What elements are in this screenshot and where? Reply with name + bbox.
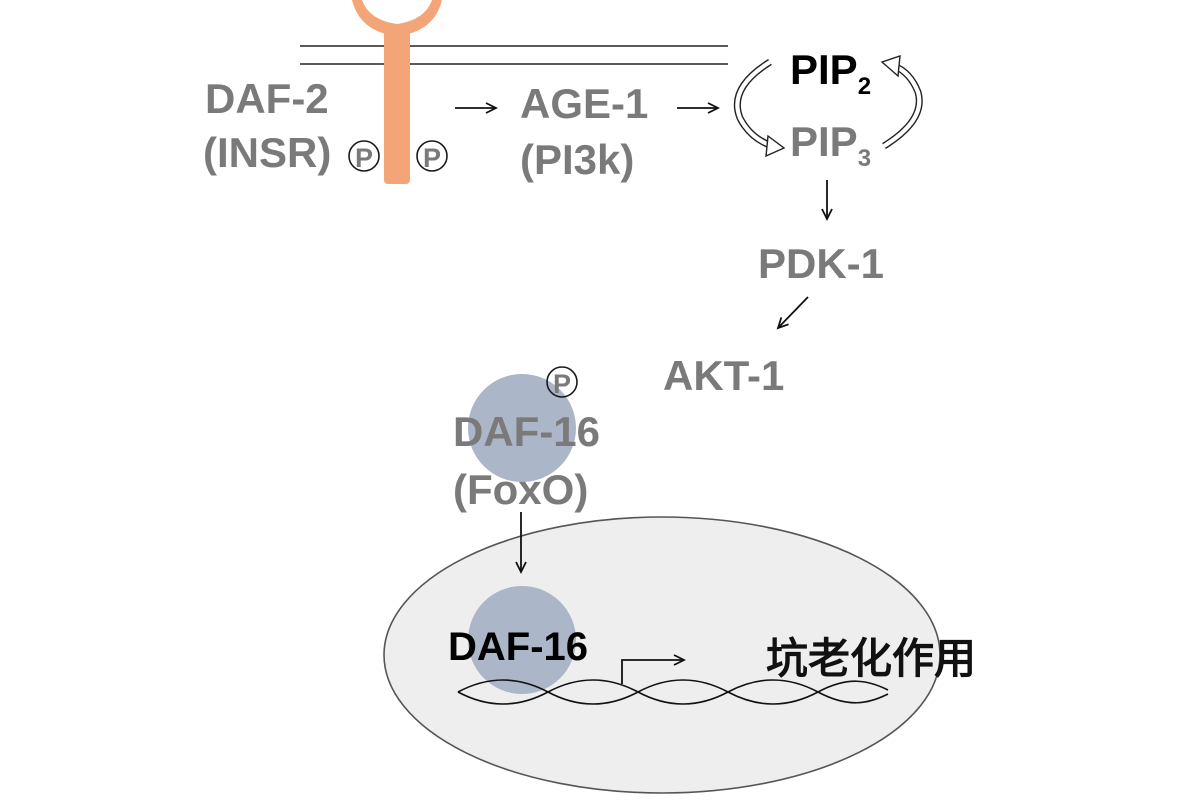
dna-helix [457,679,889,705]
cell-membrane [300,45,728,65]
arrow-pdk1-to-akt1 [776,296,809,330]
akt1-label: AKT-1 [663,352,784,399]
pip3-label: PIP3 [790,118,871,172]
daf16-cyto-blob [468,374,576,482]
svg-text:P: P [355,143,373,173]
foxo-label: (FoxO) [453,466,588,513]
nucleus [383,516,941,794]
cycle-arrow-right-head [880,54,901,78]
transcription-start-arrow [621,654,687,684]
daf2-label: DAF-2 [205,75,329,122]
pdk1-label: PDK-1 [758,240,884,287]
svg-text:P: P [553,369,571,399]
daf16-cyto-label: DAF-16 [453,408,600,455]
phospho-group-left: P [348,140,380,173]
cycle-arrow-left-head [765,134,786,158]
insr-label: (INSR) [203,129,331,176]
anti-aging-label: 坑老化作用 [766,634,976,683]
phospho-group-right: P [416,140,448,173]
svg-text:P: P [423,143,441,173]
cycle-arrow-left-inner [735,60,773,148]
age1-label: AGE-1 [520,80,648,127]
phospho-group-daf16: P [546,366,578,399]
receptor-shape [352,0,442,184]
pi3k-label: (PI3k) [520,136,634,183]
pip2-label: PIP2 [790,46,871,100]
daf16-nuclear-blob [468,586,576,694]
daf16-nuclear-label: DAF-16 [448,625,588,669]
cycle-arrow-right-inner [882,64,922,148]
